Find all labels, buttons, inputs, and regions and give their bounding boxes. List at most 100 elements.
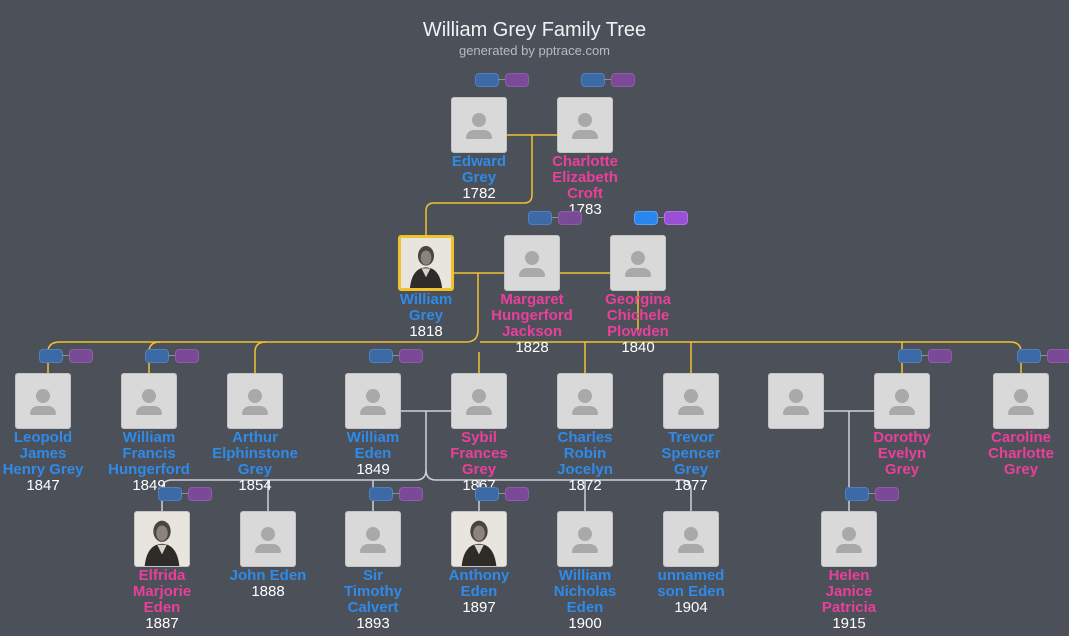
expand-ancestors-button[interactable] [845, 487, 869, 501]
expand-spouse-button[interactable] [505, 73, 529, 87]
expand-ancestors-button[interactable] [39, 349, 63, 363]
expand-toggle[interactable] [475, 487, 533, 501]
person-avatar-icon[interactable] [345, 373, 401, 429]
expand-toggle[interactable] [581, 73, 639, 87]
expand-spouse-button[interactable] [399, 349, 423, 363]
expand-spouse-button[interactable] [399, 487, 423, 501]
expand-ancestors-button[interactable] [581, 73, 605, 87]
person-photo[interactable] [451, 511, 507, 567]
expand-toggle[interactable] [475, 73, 533, 87]
person-unknown-spouse[interactable] [741, 373, 851, 429]
expand-ancestors-button[interactable] [528, 211, 552, 225]
person-avatar-icon[interactable] [451, 373, 507, 429]
expand-ancestors-button[interactable] [475, 487, 499, 501]
expand-ancestors-button[interactable] [158, 487, 182, 501]
person-avatar-icon[interactable] [557, 511, 613, 567]
person-avatar-icon[interactable] [993, 373, 1049, 429]
expand-toggle[interactable] [39, 349, 97, 363]
expand-toggle[interactable] [1017, 349, 1069, 363]
person-avatar-icon[interactable] [557, 97, 613, 153]
expand-spouse-button[interactable] [875, 487, 899, 501]
person-avatar-icon[interactable] [874, 373, 930, 429]
person-avatar-icon[interactable] [451, 97, 507, 153]
expand-toggle[interactable] [528, 211, 586, 225]
expand-spouse-button[interactable] [188, 487, 212, 501]
expand-toggle[interactable] [898, 349, 956, 363]
expand-spouse-button[interactable] [558, 211, 582, 225]
person-avatar-icon[interactable] [557, 373, 613, 429]
expand-toggle[interactable] [158, 487, 216, 501]
person-avatar-icon[interactable] [821, 511, 877, 567]
expand-ancestors-button[interactable] [369, 349, 393, 363]
expand-ancestors-button[interactable] [1017, 349, 1041, 363]
expand-ancestors-button[interactable] [369, 487, 393, 501]
person-photo[interactable] [134, 511, 190, 567]
expand-toggle[interactable] [845, 487, 903, 501]
person-name[interactable]: John Eden [213, 568, 323, 584]
expand-spouse-button[interactable] [69, 349, 93, 363]
expand-toggle[interactable] [369, 349, 427, 363]
person-avatar-icon[interactable] [610, 235, 666, 291]
expand-ancestors-button[interactable] [145, 349, 169, 363]
person-avatar-icon[interactable] [227, 373, 283, 429]
expand-spouse-button[interactable] [175, 349, 199, 363]
person-photo[interactable] [398, 235, 454, 291]
expand-ancestors-button[interactable] [634, 211, 658, 225]
expand-spouse-button[interactable] [1047, 349, 1069, 363]
person-avatar-icon[interactable] [504, 235, 560, 291]
expand-spouse-button[interactable] [928, 349, 952, 363]
person-avatar-icon[interactable] [240, 511, 296, 567]
person-avatar-icon[interactable] [663, 511, 719, 567]
person-avatar-icon[interactable] [121, 373, 177, 429]
expand-spouse-button[interactable] [611, 73, 635, 87]
expand-spouse-button[interactable] [505, 487, 529, 501]
expand-ancestors-button[interactable] [898, 349, 922, 363]
expand-ancestors-button[interactable] [475, 73, 499, 87]
person-avatar-icon[interactable] [15, 373, 71, 429]
person-avatar-icon[interactable] [768, 373, 824, 429]
person-avatar-icon[interactable] [345, 511, 401, 567]
expand-toggle[interactable] [369, 487, 427, 501]
